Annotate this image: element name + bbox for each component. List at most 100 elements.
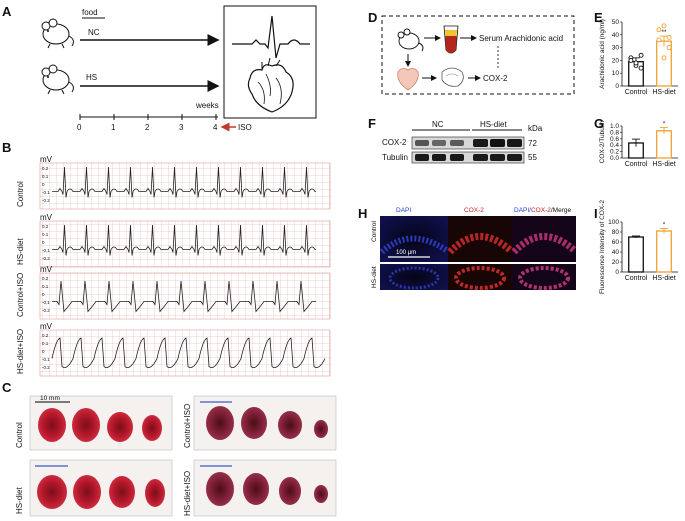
- bar: [656, 130, 672, 159]
- panel-label-e: E: [594, 10, 603, 25]
- ecg-ytick: -0.1: [42, 190, 50, 195]
- y-tick-label: 0.6: [610, 136, 619, 143]
- fluoro-dapi-control: [380, 216, 448, 262]
- ecg-trace: [52, 166, 316, 198]
- col-label-merge: DAPI/COX-2/Merge: [514, 207, 571, 214]
- iso-label: ISO: [238, 123, 252, 132]
- merge-label-dapi: DAPI/: [514, 207, 531, 214]
- ecg-trace-label: Control: [16, 181, 25, 207]
- mouse-icon: [41, 18, 74, 49]
- blot-label-nc: NC: [432, 120, 444, 129]
- kda-label: kDa: [528, 124, 543, 133]
- ecg-ytick: 0.2: [42, 333, 49, 338]
- bar: [656, 230, 672, 273]
- ecg-ytick: -0.2: [42, 308, 50, 313]
- row-label-h-control: Control: [371, 220, 378, 242]
- ecg-ytick: 0: [42, 182, 45, 187]
- y-tick-label: 10: [612, 70, 620, 77]
- tick-label: 1: [111, 123, 116, 132]
- row-label-h-hs: HS-diet: [371, 266, 378, 288]
- ecg-unit-label: mV: [40, 265, 53, 274]
- ecg-trace: [52, 224, 316, 256]
- ecg-grid: [39, 162, 331, 210]
- row-label-control-iso: Control+ISO: [183, 404, 192, 448]
- panel-b: B mV Control 0.2 0.1 0 -0.1 -0.2 mV HS-diet 0.2 0.…: [2, 140, 331, 377]
- significance-mark: **: [661, 29, 667, 36]
- y-tick-label: 0: [615, 83, 619, 90]
- fluoro-merge-control: [512, 216, 576, 262]
- ecg-unit-label: mV: [40, 213, 53, 222]
- ecg-ytick: 0.1: [42, 284, 49, 289]
- tick-label: 4: [213, 123, 218, 132]
- ecg-ytick: 0.2: [42, 166, 49, 171]
- tick-label: 2: [145, 123, 150, 132]
- y-axis-label: Arachidonic acid (ng/ml): [599, 19, 606, 89]
- ecg-grid: [39, 329, 331, 377]
- group-hs-label: HS: [86, 73, 97, 82]
- kda-cox2: 72: [528, 139, 537, 148]
- ecg-ytick: 0: [42, 240, 45, 245]
- cox2-label: COX-2: [483, 74, 508, 83]
- panel-label-a: A: [2, 4, 12, 19]
- workflow-box: [381, 15, 575, 95]
- bar: [628, 236, 644, 273]
- y-tick-label: 20: [612, 259, 620, 266]
- y-tick-label: 0.2: [610, 149, 619, 156]
- panel-label-i: I: [594, 206, 598, 221]
- fluoro-cox2-hs: [448, 264, 512, 290]
- y-tick-label: 0.4: [610, 142, 619, 149]
- hearts-hs: [37, 475, 165, 509]
- ecg-grid: [39, 220, 331, 268]
- ecg-ytick: -0.1: [42, 248, 50, 253]
- ecg-trace-label: Control+ISO: [16, 273, 25, 317]
- mouse-icon: [397, 28, 424, 52]
- x-tick-label: Control: [625, 275, 648, 282]
- y-axis-label: Fluorescence Intensity of COX-2: [599, 200, 606, 294]
- data-point: [633, 60, 639, 66]
- ecg-ytick: 0: [42, 292, 45, 297]
- row-label-hs-iso: HS-diet+ISO: [183, 471, 192, 516]
- data-point: [661, 55, 667, 61]
- hearts-hs-iso: [206, 472, 328, 506]
- data-point: [666, 45, 672, 51]
- timeline-ticks: 0 1 2 3 4: [77, 114, 218, 132]
- kda-tubulin: 55: [528, 153, 537, 162]
- blot-bands-cox2: [415, 139, 522, 147]
- blood-tube-icon: [443, 25, 459, 54]
- ecg-trace-label: HS-diet: [16, 238, 25, 265]
- scale-bar-label: 10 mm: [40, 395, 60, 402]
- tissue-slice-icon: [441, 67, 464, 87]
- y-tick-label: 0: [615, 269, 619, 276]
- hearts-control-iso: [206, 406, 328, 440]
- blot-label-hs: HS-diet: [480, 120, 507, 129]
- blot-image-tubulin: [411, 151, 525, 164]
- serum-label: Serum Arachidonic acid: [479, 34, 563, 43]
- panel-a: A food NC HS weeks: [2, 4, 317, 132]
- x-tick-label: Control: [625, 161, 648, 168]
- ecg-ytick: -0.2: [42, 198, 50, 203]
- ecg-ytick: -0.1: [42, 300, 50, 305]
- data-point: [628, 57, 634, 63]
- panel-label-d: D: [368, 10, 377, 25]
- y-tick-label: 80: [612, 229, 620, 236]
- ecg-unit-label: mV: [40, 322, 53, 331]
- panel-label-h: H: [358, 206, 367, 221]
- panel-label-c: C: [2, 380, 12, 395]
- fluoro-cox2-control: [448, 216, 512, 262]
- ecg-ytick: -0.2: [42, 365, 50, 370]
- scale-bar-label-h: 100 μm: [396, 250, 416, 256]
- panel-label-b: B: [2, 140, 11, 155]
- panel-h: H DAPI COX-2 DAPI/COX-2/Merge Control HS…: [358, 206, 577, 290]
- mouse-icon: [41, 64, 74, 95]
- food-label: food: [82, 8, 98, 17]
- weeks-label: weeks: [195, 101, 219, 110]
- merge-label-merge: /Merge: [551, 207, 572, 214]
- panel-g: G 0.00.20.40.60.81.0COX-2/TubulinControl…: [594, 116, 678, 168]
- heart-icon: [247, 57, 294, 113]
- ecg-ytick: 0.2: [42, 276, 49, 281]
- y-tick-label: 100: [608, 219, 619, 226]
- blot-row-tubulin: Tubulin: [382, 153, 408, 162]
